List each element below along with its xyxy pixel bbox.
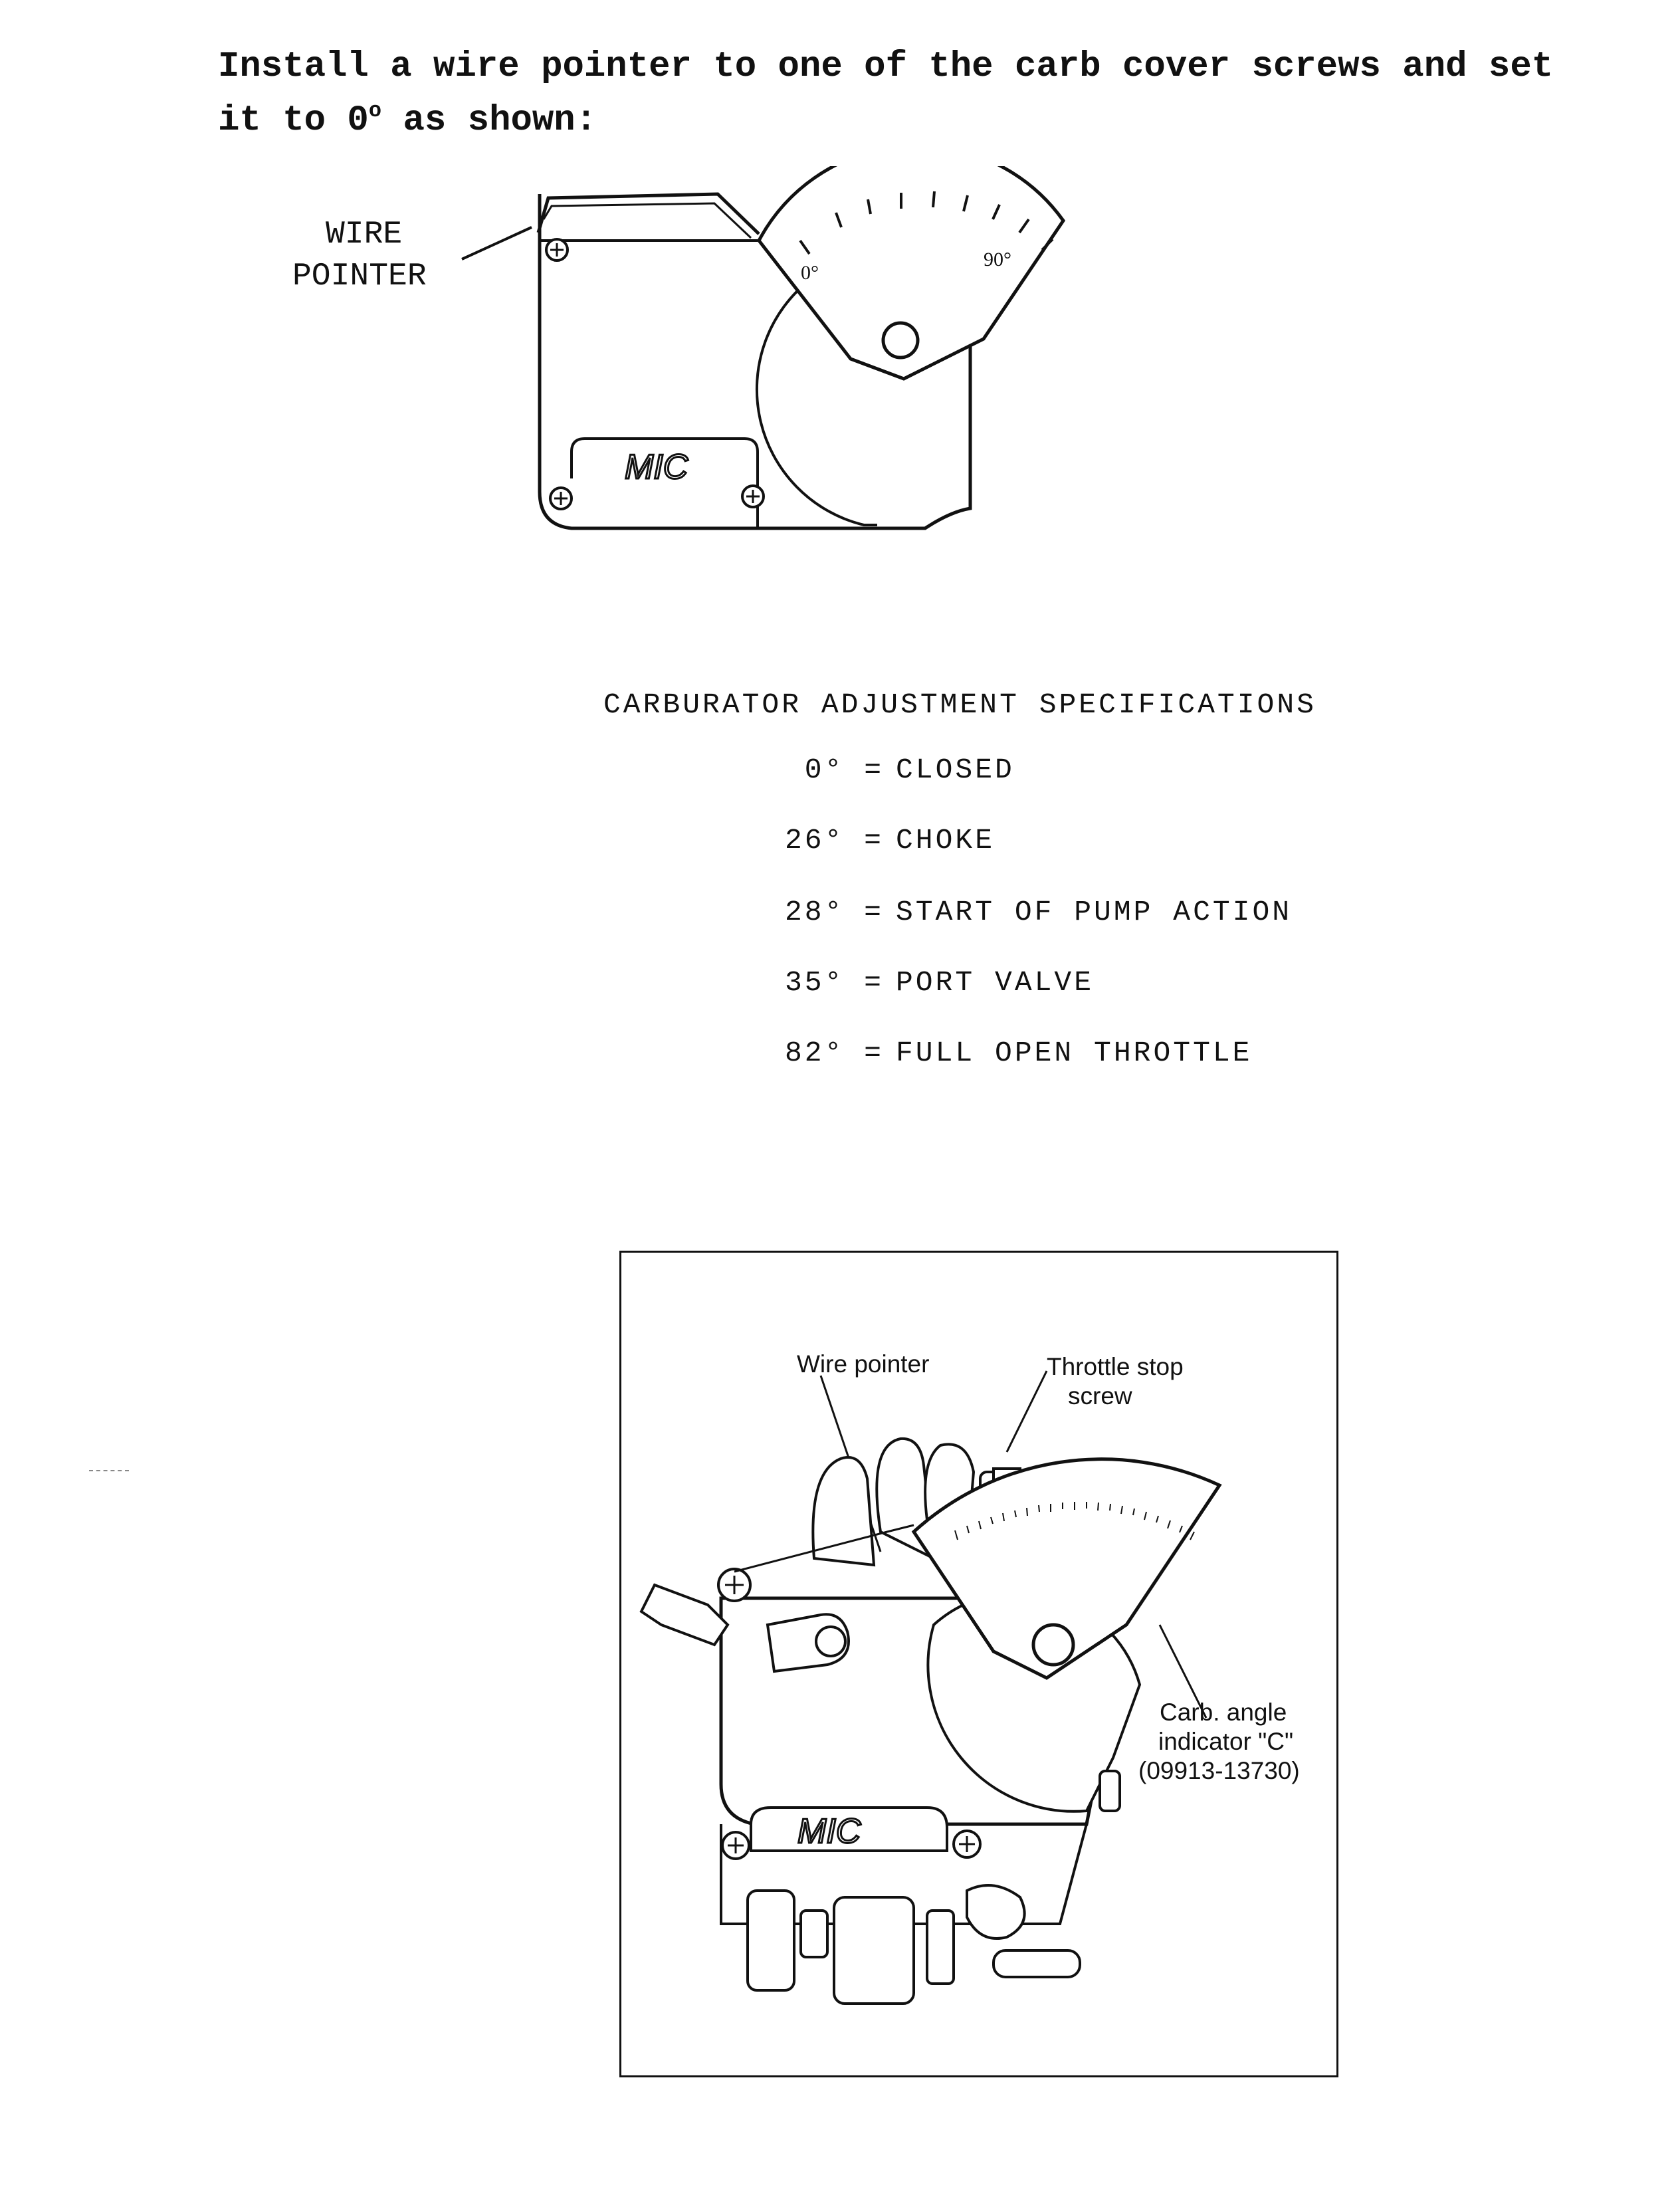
- gauge-ninety-label: 90°: [984, 249, 1011, 270]
- callout-wire-pointer: Wire pointer: [797, 1350, 929, 1378]
- spec-title: CARBURATOR ADJUSTMENT SPECIFICATIONS: [603, 688, 1316, 721]
- gauge-zero-label: 0°: [801, 262, 819, 284]
- spec-description: FULL OPEN THROTTLE: [896, 1037, 1253, 1069]
- degree-mark: o: [368, 98, 382, 123]
- screw-cross-icon: [728, 1837, 744, 1853]
- carburetor-illustration: MIC Wire pointer Throttle stop screw Car…: [639, 1350, 1300, 2005]
- logo-plate: [750, 1806, 948, 1852]
- carb-indicator-leader: [1158, 1624, 1208, 1719]
- carb-cover-diagram: WIRE POINTER 0° 90° MIC: [292, 166, 1066, 530]
- wire-pointer-label-1: WIRE: [326, 217, 402, 253]
- screw-cross-icon: [746, 490, 760, 503]
- mic-logo: MIC: [625, 448, 688, 486]
- mic-logo: MIC: [797, 1812, 861, 1851]
- choke-lever: [639, 1583, 730, 1647]
- lower-fittings: [746, 1770, 1121, 2005]
- throttle-screw-leader: [1005, 1370, 1048, 1453]
- instruction-line-1: Install a wire pointer to one of the car…: [218, 47, 1554, 87]
- carb-cover-outline: [538, 194, 972, 530]
- angle-gauge: [757, 166, 1066, 381]
- wire-pointer-label-2: POINTER: [292, 259, 427, 294]
- screw-cross-icon: [959, 1836, 975, 1852]
- carb-angle-indicator: [911, 1457, 1222, 1680]
- throttle-arm-pivot-icon: [815, 1625, 847, 1657]
- callout-carb-angle-2: indicator "C": [1158, 1728, 1293, 1755]
- spec-description: START OF PUMP ACTION: [896, 896, 1293, 928]
- spec-angle: 28° =: [784, 896, 884, 928]
- callout-carb-angle-1: Carb. angle: [1160, 1699, 1287, 1726]
- wire-pointer-leader: [461, 226, 532, 261]
- instruction-line-2-end: as shown:: [381, 100, 597, 141]
- margin-mark: [89, 1470, 129, 1473]
- wire-pointer: [734, 1524, 914, 1573]
- carburetor-figure: MIC Wire pointer Throttle stop screw Car…: [619, 1251, 1338, 2077]
- throttle-disc: [755, 278, 877, 526]
- callout-throttle-stop-1: Throttle stop: [1047, 1353, 1184, 1380]
- gauge-ticks: [799, 191, 1054, 255]
- instruction-line-2: it to 0o as shown:: [218, 89, 1614, 143]
- spec-description: PORT VALVE: [896, 966, 1095, 999]
- spec-description: CHOKE: [896, 824, 996, 857]
- callout-carb-angle-3: (09913-13730): [1138, 1757, 1300, 1784]
- spec-angle: 35° =: [784, 966, 884, 999]
- screw-slot-icon: [550, 243, 564, 257]
- spec-description: CLOSED: [896, 754, 1015, 786]
- spec-angle: 26° =: [784, 824, 884, 857]
- gauge-pivot-icon: [881, 321, 920, 360]
- indicator-scale-ticks: [954, 1502, 1195, 1540]
- wire-pointer-inner: [542, 202, 752, 239]
- spec-angle: 0° =: [804, 754, 884, 786]
- instruction-text: Install a wire pointer to one of the car…: [218, 45, 1614, 143]
- screw-cross-icon: [725, 1576, 744, 1594]
- logo-plate: [570, 437, 759, 528]
- wire-pointer: [536, 192, 760, 235]
- indicator-pivot-icon: [1031, 1623, 1075, 1667]
- spec-angle: 82° =: [784, 1037, 884, 1069]
- instruction-line-2-start: it to 0: [218, 100, 369, 141]
- callout-throttle-stop-2: screw: [1068, 1382, 1132, 1410]
- screw-cross-icon: [554, 492, 568, 505]
